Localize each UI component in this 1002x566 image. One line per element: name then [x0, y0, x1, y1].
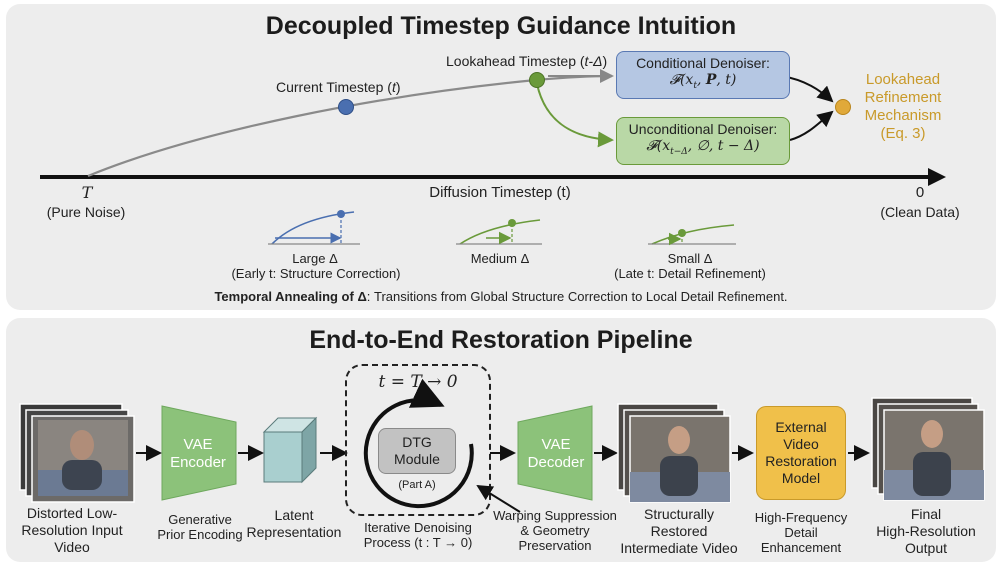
bottom-title: End-to-End Restoration Pipeline	[309, 326, 693, 354]
dtg-module-box: DTG Module	[378, 428, 456, 474]
top-panel	[6, 4, 996, 310]
conditional-denoiser-box: Conditional Denoiser: 𝓕(xt, P, t)	[616, 51, 790, 99]
small-delta-sub: (Late t: Detail Refinement)	[614, 266, 766, 281]
conditional-denoiser-formula: 𝓕(xt, P, t)	[669, 72, 737, 91]
conditional-denoiser-title: Conditional Denoiser:	[636, 55, 770, 72]
lookahead-timestep-label: Lookahead Timestep (t-Δ)	[446, 53, 608, 69]
large-delta-sub: (Early t: Structure Correction)	[231, 266, 401, 281]
axis-left-label: (Pure Noise)	[46, 204, 126, 220]
axis-right-symbol: 0	[915, 184, 925, 201]
arrow-uncond-to-refinement	[789, 110, 834, 141]
medium-delta-icon	[456, 219, 542, 245]
latent-cube	[262, 416, 318, 484]
intermediate-video-stack	[617, 403, 731, 503]
part-a-label: (Part A)	[398, 479, 436, 491]
current-timestep-label: Current Timestep (t)	[276, 79, 401, 95]
external-restoration-model-box: External Video Restoration Model	[756, 406, 846, 500]
iterative-loop-frame	[345, 364, 491, 516]
large-delta-icon	[268, 210, 360, 245]
refinement-node	[835, 99, 851, 115]
unconditional-denoiser-title: Unconditional Denoiser:	[628, 121, 778, 138]
output-video-stack	[871, 397, 985, 501]
top-title: Decoupled Timestep Guidance Intuition	[265, 12, 737, 40]
small-delta-label: Small Δ	[667, 251, 713, 266]
input-video-stack	[19, 403, 135, 503]
axis-center-label: Diffusion Timestep (t)	[429, 184, 571, 201]
axis-right-label: (Clean Data)	[880, 204, 960, 220]
medium-delta-label: Medium Δ	[470, 251, 530, 266]
small-delta-icon	[648, 224, 736, 246]
arrow-to-unconditional	[536, 83, 614, 148]
timestep-axis	[40, 168, 946, 186]
temporal-annealing-note: Temporal Annealing of Δ: Transitions fro…	[214, 289, 788, 304]
loop-formula: t = T → 0	[378, 372, 458, 392]
current-timestep-node	[338, 99, 354, 115]
axis-left-symbol: T	[81, 183, 93, 202]
vae-decoder-shape	[517, 405, 593, 501]
arrow-warping-to-loop	[476, 484, 521, 513]
refinement-mechanism-label: Lookahead Refinement Mechanism (Eq. 3)	[864, 71, 942, 142]
loop-cycle-arrow	[363, 378, 474, 509]
lookahead-timestep-node	[529, 72, 545, 88]
unconditional-denoiser-formula: 𝓕(xt−Δ, ∅, t − Δ)	[646, 138, 760, 157]
unconditional-denoiser-box: Unconditional Denoiser: 𝓕(xt−Δ, ∅, t − Δ…	[616, 117, 790, 165]
vae-encoder-shape	[161, 405, 237, 501]
large-delta-label: Large Δ	[292, 251, 338, 266]
trajectory-curve	[87, 74, 613, 178]
